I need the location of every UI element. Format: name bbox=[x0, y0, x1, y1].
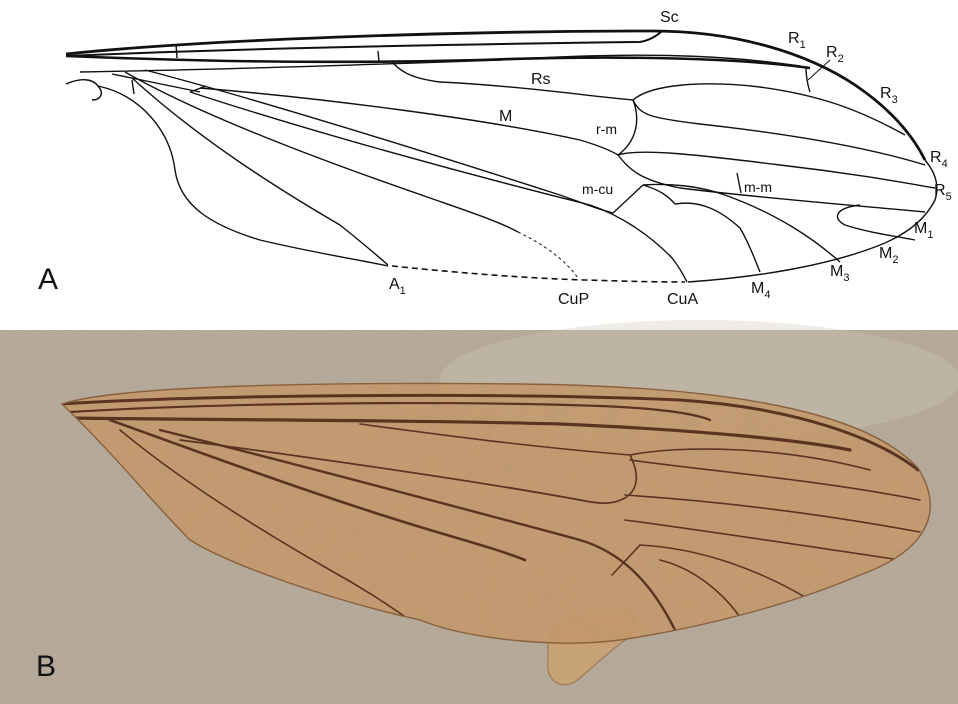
panel-a-drawing bbox=[66, 31, 937, 282]
posterior-margin-dashed bbox=[392, 266, 685, 282]
label-rm: r-m bbox=[596, 121, 617, 137]
vein-r4 bbox=[633, 100, 925, 165]
crossvein-h bbox=[176, 44, 177, 58]
crossvein-mm bbox=[737, 173, 741, 193]
vein-m bbox=[200, 88, 618, 155]
label-r3: R3 bbox=[880, 85, 898, 106]
label-m: M bbox=[499, 108, 512, 125]
label-m4: M4 bbox=[751, 280, 770, 301]
panel-a-letter: A bbox=[38, 263, 58, 296]
label-r4: R4 bbox=[930, 149, 948, 170]
basal-curve bbox=[66, 80, 101, 100]
label-mm: m-m bbox=[744, 179, 772, 195]
label-a1: A1 bbox=[389, 276, 406, 297]
label-sc: Sc bbox=[660, 9, 679, 26]
label-m3: M3 bbox=[830, 263, 849, 284]
panel-b-photo: B bbox=[0, 320, 958, 704]
panel-a-labels: Sc R1 R2 R3 R4 R5 Rs M r-m m-cu m-m M1 M… bbox=[38, 9, 952, 308]
vein-rs bbox=[392, 62, 633, 100]
label-m2: M2 bbox=[879, 245, 898, 266]
vein-a1 bbox=[132, 78, 388, 265]
posterior-margin-apical bbox=[688, 160, 937, 282]
vein-m4 bbox=[675, 203, 760, 272]
label-r1: R1 bbox=[788, 30, 806, 51]
crossvein-sc-r bbox=[378, 51, 379, 62]
panel-b-letter: B bbox=[36, 650, 56, 683]
crossvein-mcu bbox=[613, 185, 643, 213]
label-r5: R5 bbox=[934, 182, 952, 203]
vein-r5 bbox=[618, 152, 935, 188]
label-m1: M1 bbox=[914, 220, 933, 241]
vein-cu-upper bbox=[145, 70, 613, 213]
label-cup: CuP bbox=[558, 291, 589, 308]
posterior-margin bbox=[98, 86, 388, 266]
vein-cup-dashed bbox=[518, 232, 578, 278]
basal-cross bbox=[132, 80, 134, 94]
label-cua: CuA bbox=[667, 291, 698, 308]
crossvein-rm bbox=[618, 100, 637, 155]
vein-m3-m4-join bbox=[643, 185, 675, 204]
label-rs: Rs bbox=[531, 71, 551, 88]
label-mcu: m-cu bbox=[582, 181, 613, 197]
vein-cup bbox=[125, 72, 518, 232]
vein-m3 bbox=[643, 184, 840, 262]
